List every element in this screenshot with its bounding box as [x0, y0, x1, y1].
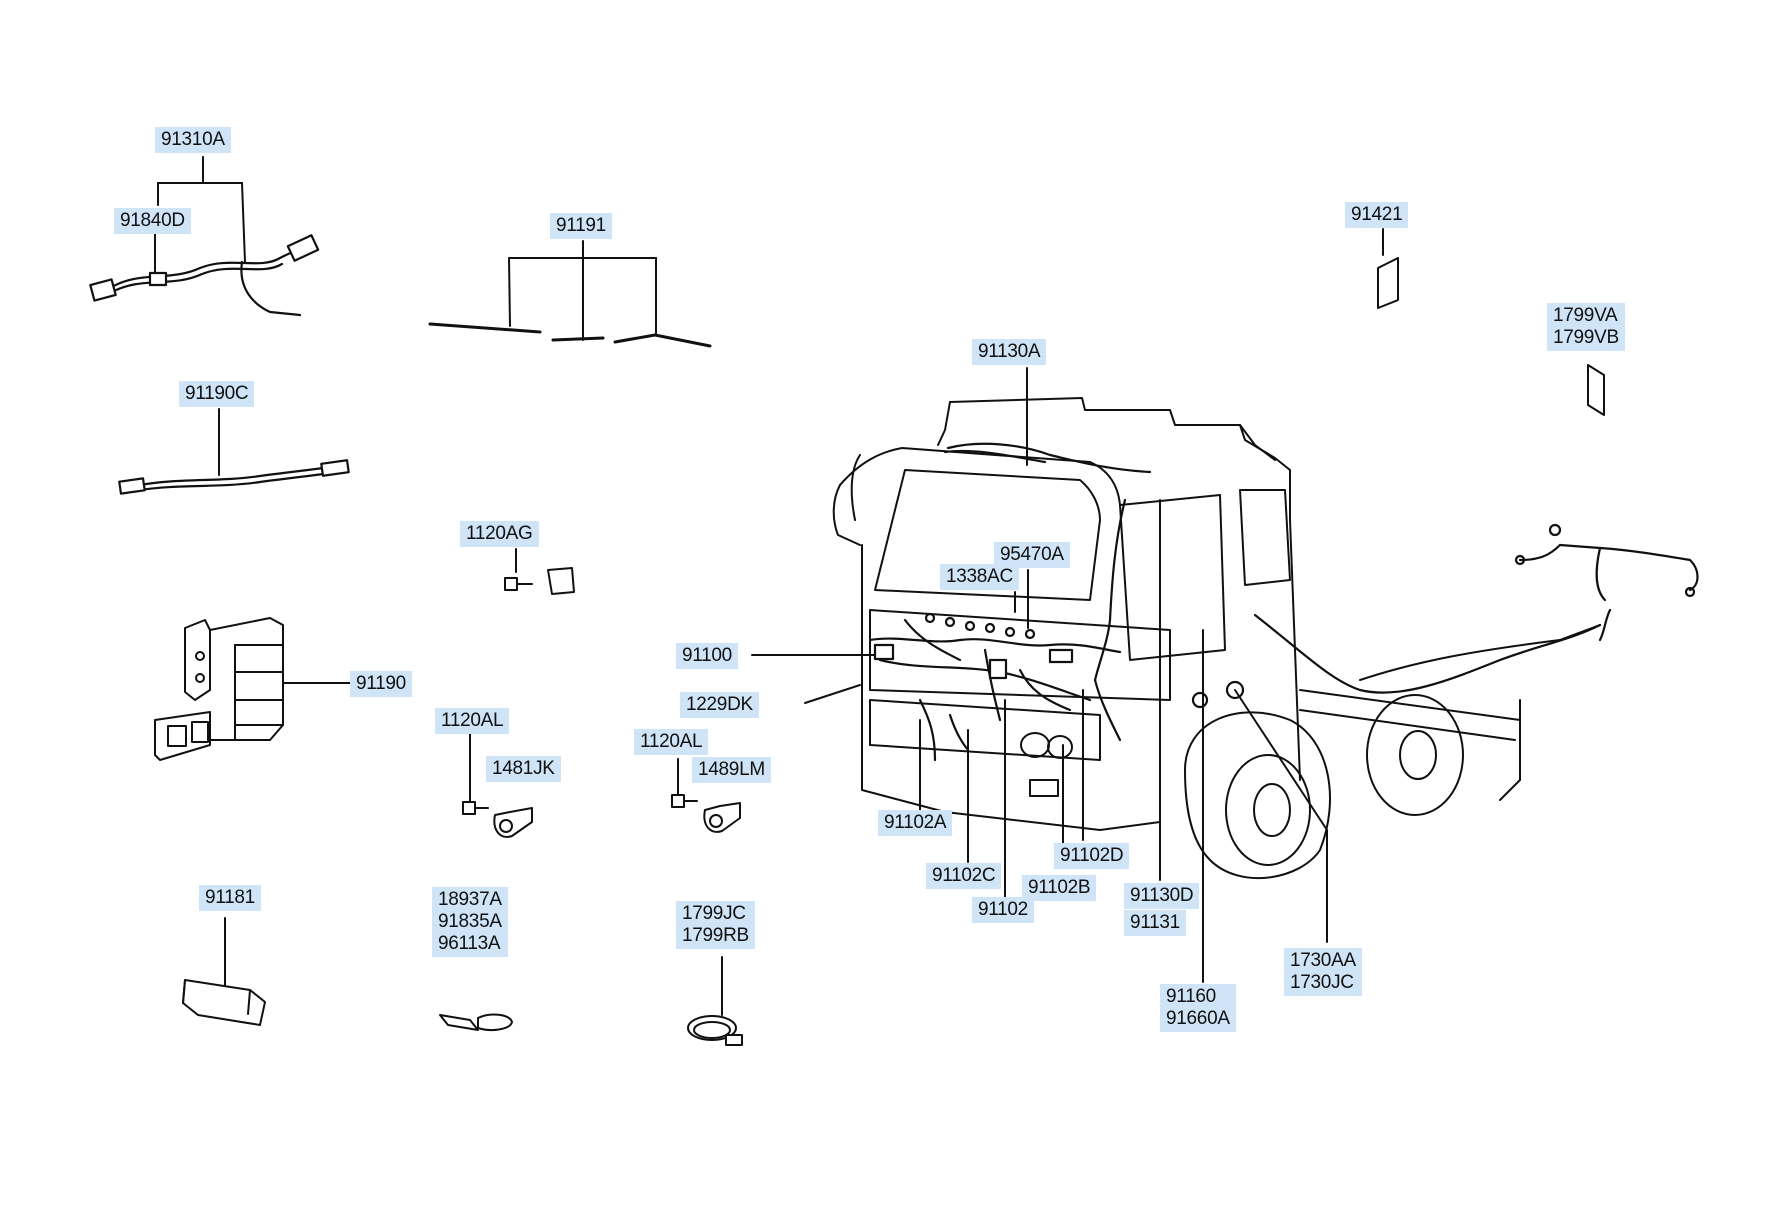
label-line: 95470A [1000, 544, 1064, 565]
label-line: 1799JC [682, 903, 746, 924]
label-91840d[interactable]: 91840D [114, 208, 191, 234]
label-line: 91102A [884, 812, 947, 833]
bolt-1120ag-icon [504, 567, 575, 595]
label-line: 91102 [978, 899, 1028, 920]
label-1229dk[interactable]: 1229DK [680, 692, 759, 718]
label-line: 91160 [1166, 986, 1216, 1007]
label-line: 1730JC [1290, 972, 1354, 993]
label-1120al-a[interactable]: 1120AL [435, 708, 510, 734]
label-91181[interactable]: 91181 [199, 885, 261, 911]
label-91131[interactable]: 91131 [1124, 910, 1186, 936]
label-line: 1229DK [686, 694, 753, 715]
clamp-1481jk-icon [462, 801, 533, 838]
label-line: 91102B [1028, 877, 1091, 898]
label-91102[interactable]: 91102 [972, 897, 1034, 923]
label-line: 1120AG [466, 523, 533, 544]
label-line: 91190C [185, 383, 249, 404]
label-91130d[interactable]: 91130D [1124, 883, 1200, 909]
label-91102b[interactable]: 91102B [1022, 875, 1097, 901]
label-91102a[interactable]: 91102A [878, 810, 953, 836]
label-line: 91100 [682, 645, 732, 666]
label-91190[interactable]: 91190 [350, 671, 412, 697]
label-line: 91190 [356, 673, 406, 694]
label-95470a[interactable]: 95470A [994, 542, 1070, 568]
relay-91181-icon [182, 979, 266, 1026]
label-line: 91102D [1060, 845, 1124, 866]
label-line: 91835A [438, 911, 502, 932]
label-91130a[interactable]: 91130A [972, 339, 1047, 365]
clamp-1489lm-icon [671, 794, 741, 833]
label-line: 91130D [1130, 885, 1194, 906]
label-1481jk[interactable]: 1481JK [486, 756, 561, 782]
leader-lines [154, 156, 1384, 1016]
label-1489lm[interactable]: 1489LM [692, 757, 771, 783]
label-line: 18937A [438, 889, 502, 910]
sticker-1799va-icon [1587, 364, 1605, 416]
label-line: 91131 [1130, 912, 1180, 933]
label-1338ac[interactable]: 1338AC [940, 564, 1019, 590]
label-line: 1120AL [640, 731, 703, 752]
label-91421[interactable]: 91421 [1345, 202, 1409, 228]
label-91100[interactable]: 91100 [676, 643, 738, 669]
harness-91190c-icon [118, 459, 350, 495]
fuse-18937a-icon [439, 1013, 513, 1031]
label-line: 1338AC [946, 566, 1013, 587]
label-line: 91130A [978, 341, 1041, 362]
label-line: 1481JK [492, 758, 555, 779]
label-line: 1799RB [682, 925, 749, 946]
label-line: 96113A [438, 933, 501, 954]
label-line: 1489LM [698, 759, 765, 780]
label-1120ag[interactable]: 1120AG [460, 521, 539, 547]
label-91102c[interactable]: 91102C [926, 863, 1002, 889]
clamp-ring-1799jc-icon [687, 1015, 743, 1046]
label-line: 91660A [1166, 1008, 1230, 1029]
label-91102d[interactable]: 91102D [1054, 843, 1130, 869]
label-line: 1799VA [1553, 305, 1618, 326]
strips-91191-icon [428, 322, 712, 348]
label-91310a[interactable]: 91310A [155, 127, 231, 153]
label-line: 1120AL [441, 710, 504, 731]
label-line: 91181 [205, 887, 255, 908]
label-1120al-b[interactable]: 1120AL [634, 729, 709, 755]
label-line: 91840D [120, 210, 185, 231]
truck-wiring-icon [868, 442, 1699, 762]
label-91190c[interactable]: 91190C [179, 381, 255, 407]
sticker-91421-icon [1377, 257, 1399, 309]
label-line: 91102C [932, 865, 996, 886]
label-line: 1730AA [1290, 950, 1356, 971]
label-line: 91310A [161, 129, 225, 150]
bracket-91190-icon [154, 617, 284, 761]
harness-91310a-icon [89, 234, 320, 317]
truck-cab-icon [832, 397, 1601, 880]
label-line: 91421 [1351, 204, 1403, 225]
label-91191[interactable]: 91191 [550, 213, 612, 239]
label-line: 1799VB [1553, 327, 1619, 348]
label-line: 91191 [556, 215, 606, 236]
